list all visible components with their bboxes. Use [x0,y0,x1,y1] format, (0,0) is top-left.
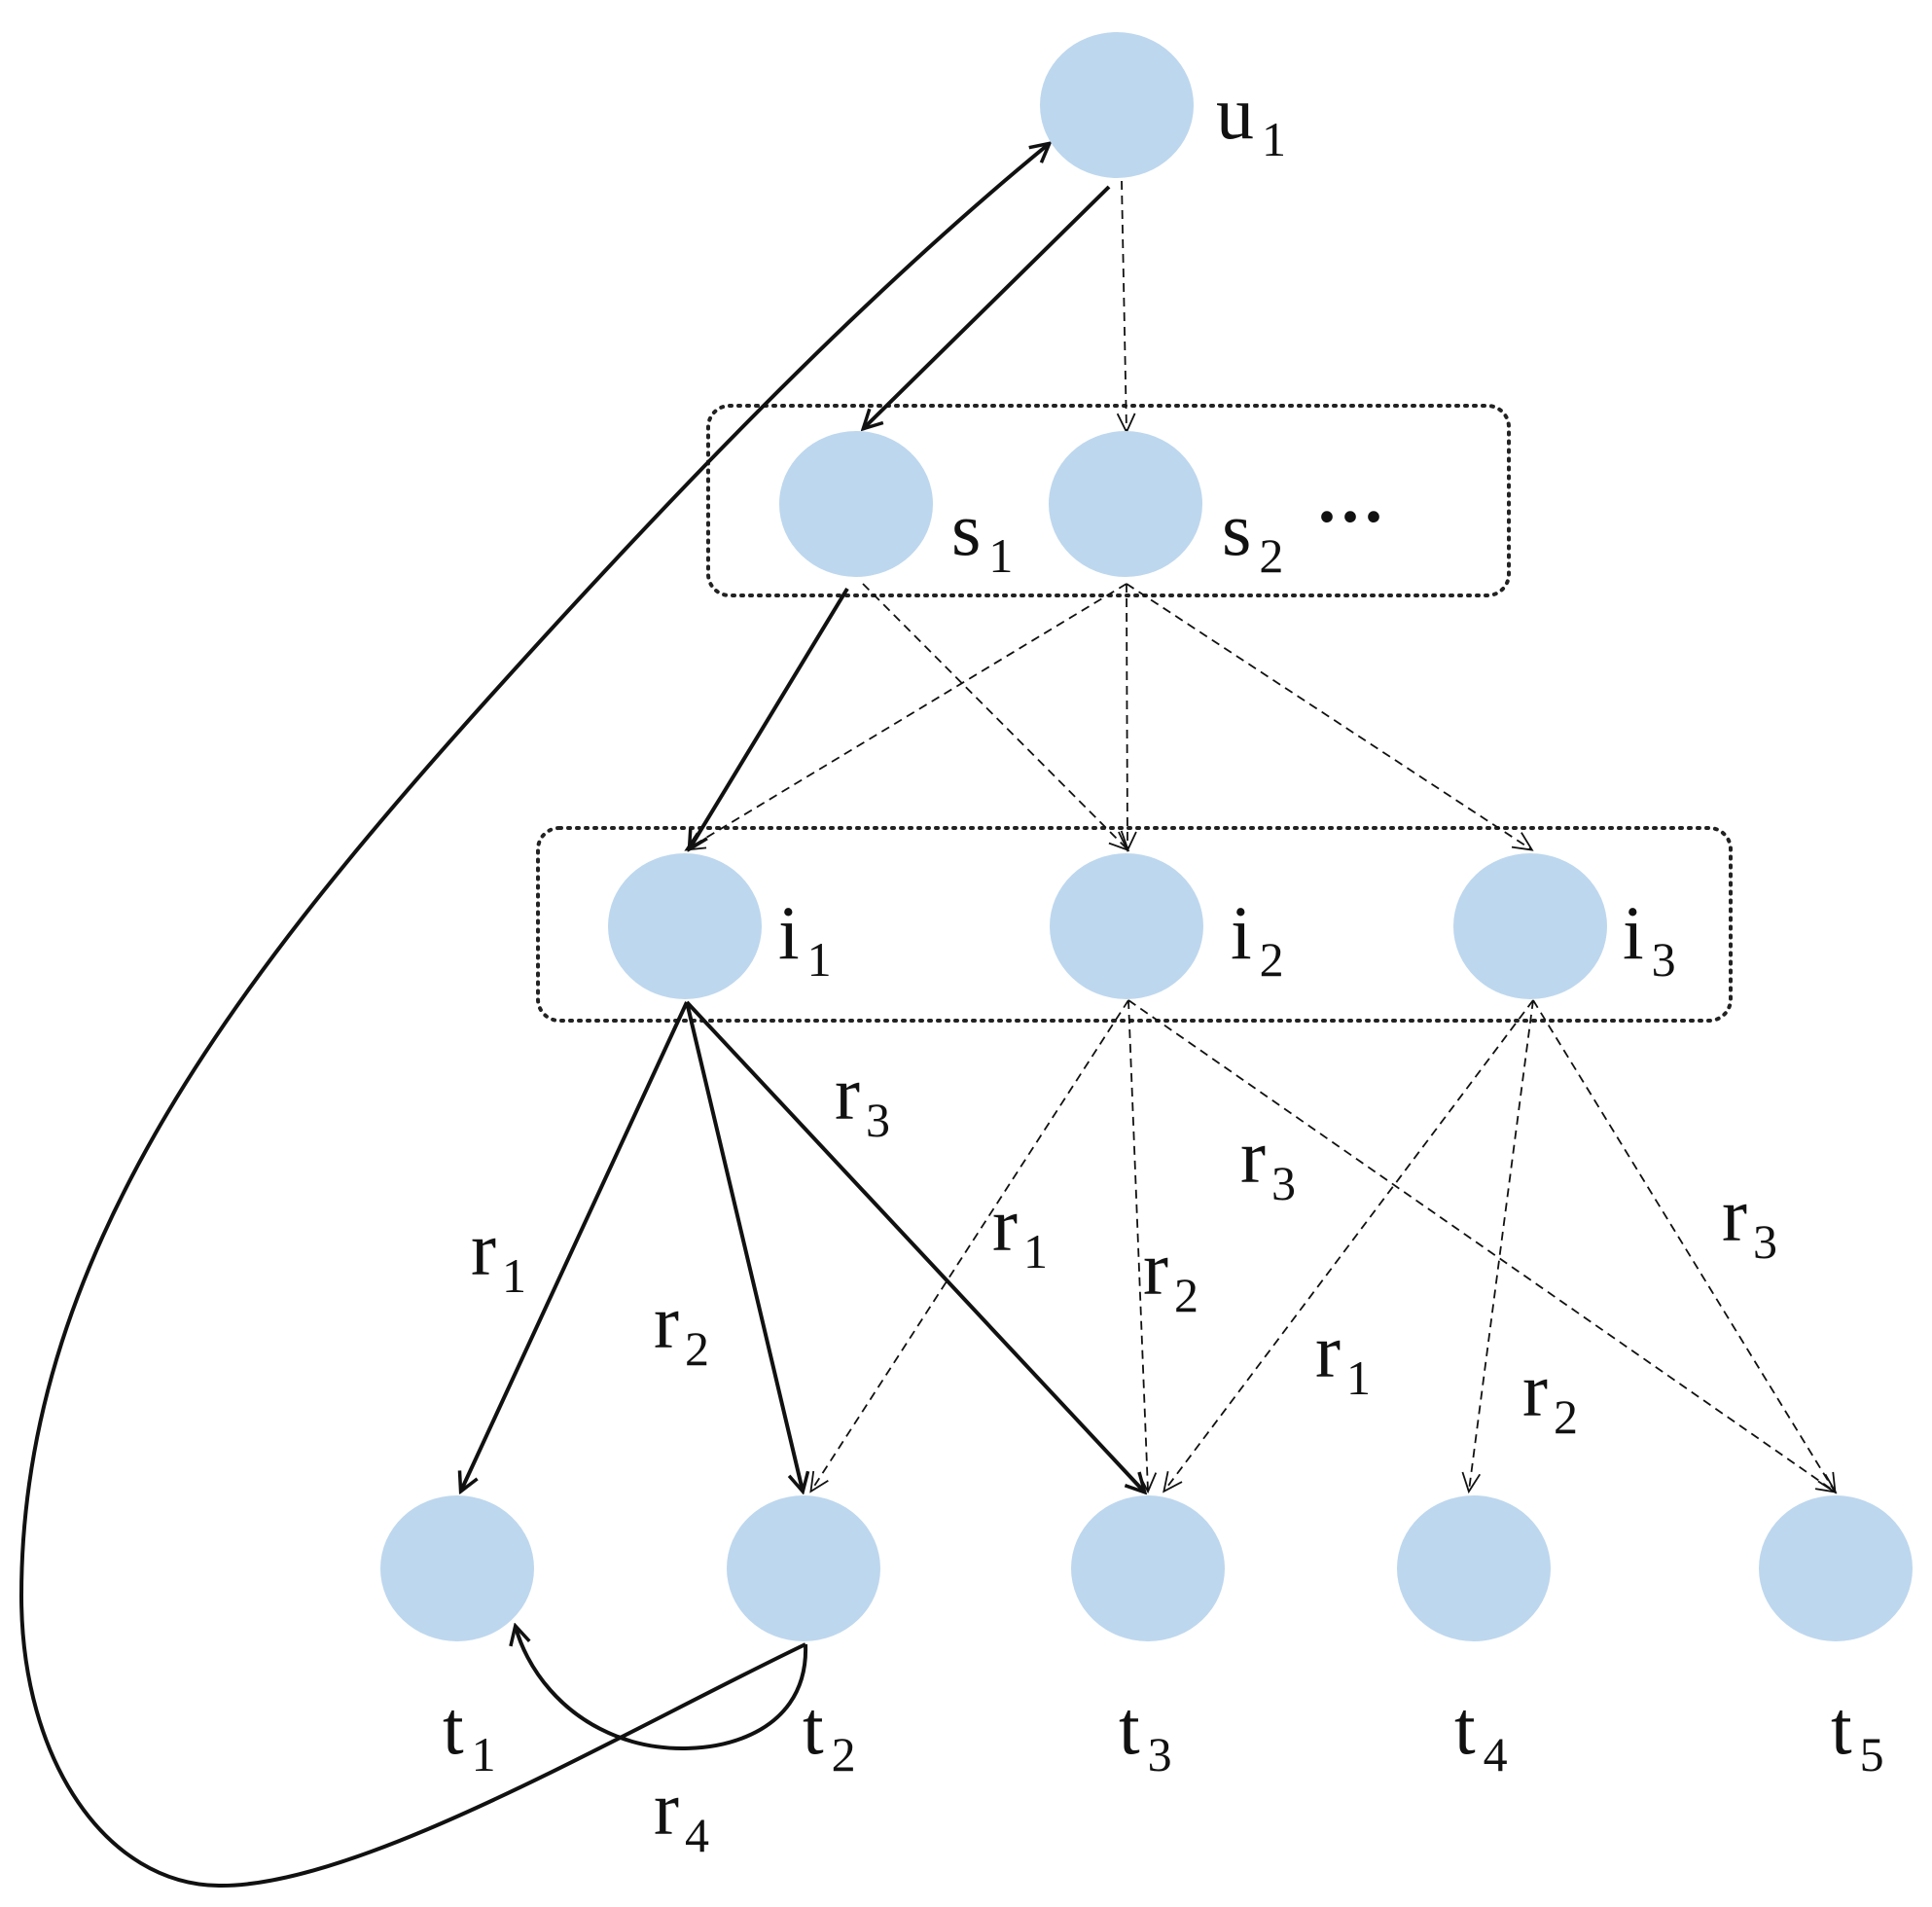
node-i3 [1453,853,1607,999]
node-s2 [1049,431,1202,577]
nodes [380,32,1913,1641]
edge-s1-i2 [862,583,1130,852]
edge-u1-s2 [1116,180,1136,435]
edge-i3-t5 [1532,999,1837,1494]
solid-edges [18,144,1144,1889]
edge-s2-i3 [1126,583,1534,851]
node-s1 [779,431,933,577]
edge-i1-t2 [685,1001,803,1491]
node-t2 [727,1495,880,1641]
node-t4 [1397,1495,1551,1641]
edge-i2-t3 [1127,999,1158,1494]
edge-i3-t3 [1163,999,1534,1493]
edge-t2-t1-curve [516,1627,808,1750]
node-t1 [380,1495,534,1641]
item-group-box [536,826,1733,1023]
label-s-more: ··· [1315,478,1385,556]
node-t5 [1759,1495,1913,1641]
node-t3 [1071,1495,1225,1641]
node-i1 [608,853,762,999]
edge-i2-t2 [809,999,1129,1493]
edge-u1-s1 [864,185,1111,428]
edge-i1-t3 [685,1000,1144,1492]
edge-t2-u1-loop [18,144,1049,1889]
edge-i3-t4 [1461,999,1534,1494]
node-i2 [1050,853,1203,999]
edge-i1-t1 [461,1001,689,1491]
edge-s1-i1 [690,587,849,848]
node-u1 [1040,32,1194,178]
edge-s2-i1 [684,583,1127,851]
dashed-edges [684,180,1838,1494]
edge-i2-t5 [1127,999,1838,1493]
